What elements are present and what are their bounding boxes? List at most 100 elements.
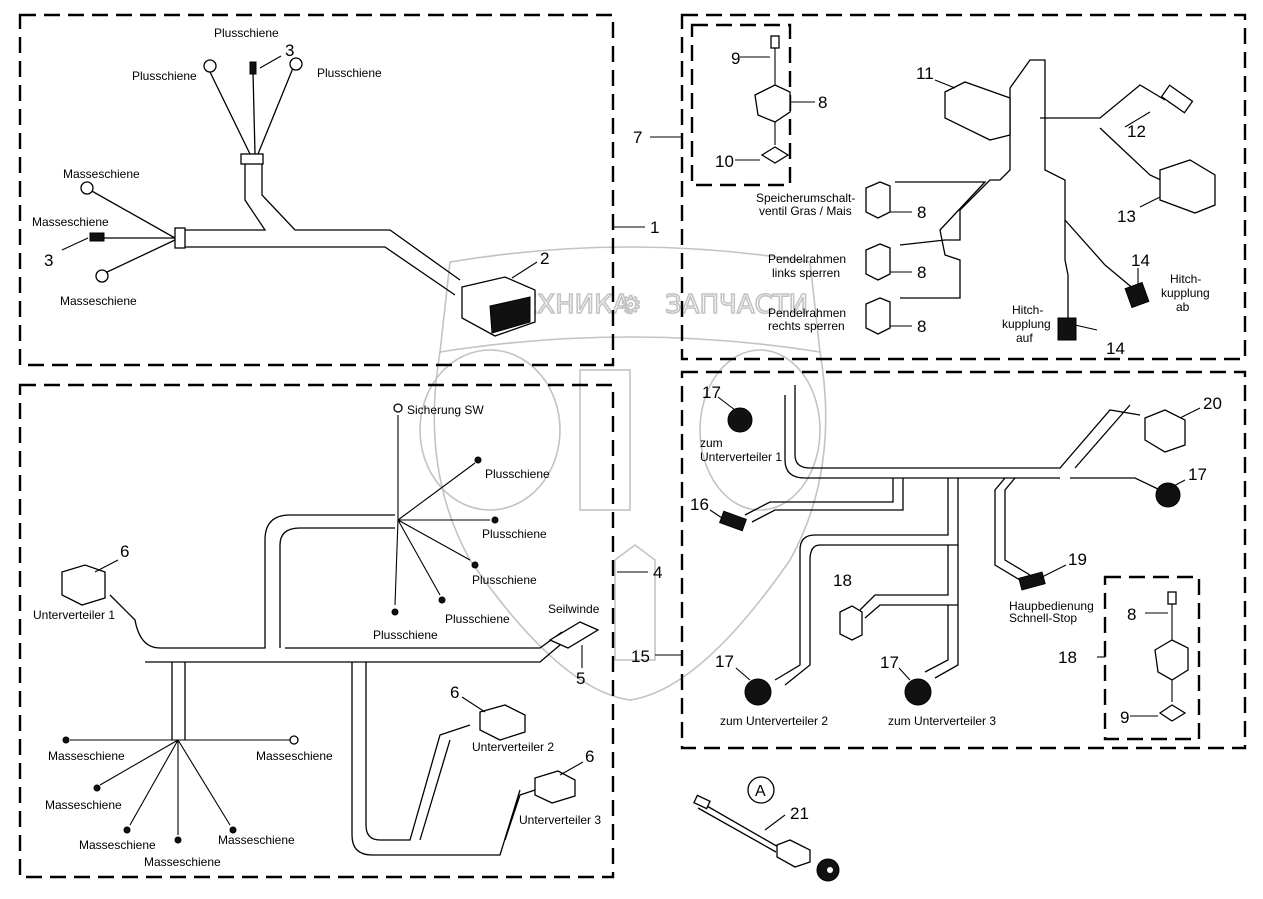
screw-head	[770, 35, 780, 49]
harness-15	[719, 385, 1189, 722]
fuse-sw-terminal	[393, 403, 403, 413]
callout-16: 16	[690, 495, 709, 514]
callout-21: 21	[790, 804, 809, 823]
label-ventil-gras-mais: ventil Gras / Mais	[759, 204, 852, 218]
watermark-shield	[433, 351, 827, 701]
harness-4	[61, 403, 600, 856]
ring-terminal	[289, 57, 303, 71]
callout-20: 20	[1203, 394, 1222, 413]
callout-5: 5	[576, 669, 585, 688]
callout-3: 3	[44, 251, 53, 270]
callout-9: 9	[1120, 708, 1129, 727]
label-plusschiene: Plusschiene	[132, 69, 197, 83]
seal	[1158, 704, 1187, 722]
label-hitch: Hitch-	[1170, 272, 1201, 286]
ring-terminal	[80, 181, 94, 195]
callout-8: 8	[917, 263, 926, 282]
fuse-terminal	[249, 61, 257, 75]
valve-plug	[754, 84, 791, 123]
watermark-text-right: ЗАПЧАСТИ	[665, 290, 808, 320]
label-zum-unterverteiler-2: zum Unterverteiler 2	[720, 714, 828, 728]
panel-bottom-left-frame	[18, 383, 615, 879]
callout-13: 13	[1117, 207, 1136, 226]
connector-13	[1159, 159, 1216, 214]
connector-17-unterverteiler-2	[744, 678, 772, 706]
connector-unterverteiler-2	[479, 704, 526, 741]
panel-top-left-frame	[18, 13, 615, 367]
gear-icon: ⚙	[620, 291, 642, 319]
callout-14: 14	[1131, 251, 1150, 270]
seal	[760, 146, 790, 164]
connector-11	[944, 81, 1011, 141]
label-haupbedienung: Haupbedienung	[1009, 599, 1094, 613]
harness-1	[80, 57, 536, 337]
callout-14: 14	[1106, 339, 1125, 358]
callout-1: 1	[650, 218, 659, 237]
label-hitch: Hitch-	[1012, 303, 1043, 317]
label-unterverteiler-1: Unterverteiler 1	[33, 608, 115, 622]
label-speicherumschalt: Speicherumschalt-	[756, 191, 855, 205]
callout-19: 19	[1068, 550, 1087, 569]
callout-15: 15	[631, 647, 650, 666]
watermark-logo-e	[419, 349, 561, 511]
connector-20	[1144, 409, 1186, 453]
callout-17: 17	[880, 653, 899, 672]
connector-unterverteiler-1	[61, 564, 106, 606]
label-kupplung: kupplung	[1161, 286, 1210, 300]
callout-6: 6	[450, 683, 459, 702]
ring-terminal	[95, 269, 109, 283]
inset-valve-frame-2	[1103, 575, 1201, 741]
watermark-wheat	[614, 544, 656, 661]
callout-11: 11	[916, 64, 934, 83]
label-plusschiene: Plusschiene	[482, 527, 547, 541]
label-kupplung: kupplung	[1002, 317, 1051, 331]
inset-valve	[754, 35, 791, 164]
callout-18: 18	[833, 571, 852, 590]
label-seilwinde: Seilwinde	[548, 602, 600, 616]
harness-7	[865, 59, 1216, 341]
label-pendelrahmen: Pendelrahmen	[768, 252, 846, 266]
label-plusschiene: Plusschiene	[445, 612, 510, 626]
label-masseschiene: Masseschiene	[256, 749, 333, 763]
label-masseschiene: Masseschiene	[32, 215, 109, 229]
callout-17: 17	[715, 652, 734, 671]
label-plusschiene: Plusschiene	[373, 628, 438, 642]
label-pendelrahmen: Pendelrahmen	[768, 306, 846, 320]
callout-8: 8	[818, 93, 827, 112]
label-zum-unterverteiler-3: zum Unterverteiler 3	[888, 714, 996, 728]
label-rechts-sperren: rechts sperren	[768, 319, 845, 333]
connector-17	[1155, 482, 1181, 508]
connector-14	[1124, 281, 1150, 309]
watermark: ТЕХНИКА ⚙ ЗАПЧАСТИ	[419, 246, 827, 701]
valve-8	[865, 243, 891, 281]
detail-marker-circle	[747, 776, 775, 804]
label-masseschiene: Masseschiene	[218, 833, 295, 847]
label-plusschiene: Plusschiene	[485, 467, 550, 481]
callout-17: 17	[1188, 465, 1207, 484]
callout-12: 12	[1127, 122, 1146, 141]
label-masseschiene: Masseschiene	[45, 798, 122, 812]
label-plusschiene: Plusschiene	[472, 573, 537, 587]
label-links-sperren: links sperren	[772, 266, 840, 280]
callout-6: 6	[585, 747, 594, 766]
label-masseschiene: Masseschiene	[60, 294, 137, 308]
label-sicherung-sw: Sicherung SW	[407, 403, 484, 417]
label-unterverteiler-1: Unterverteiler 1	[700, 450, 782, 464]
callout-8: 8	[917, 203, 926, 222]
callout-6: 6	[120, 542, 129, 561]
label-unterverteiler-3: Unterverteiler 3	[519, 813, 601, 827]
callout-17: 17	[702, 383, 721, 402]
label-plusschiene: Plusschiene	[317, 66, 382, 80]
connector-14	[1057, 317, 1077, 341]
sleeve	[174, 227, 186, 249]
connector-16	[719, 510, 747, 532]
label-masseschiene: Masseschiene	[63, 167, 140, 181]
label-zum: zum	[700, 436, 723, 450]
panel-bottom-right-frame	[680, 370, 1247, 750]
label-masseschiene: Masseschiene	[144, 855, 221, 869]
callout-18: 18	[1058, 648, 1077, 667]
label-schnell-stop: Schnell-Stop	[1009, 611, 1077, 625]
plug	[693, 794, 711, 810]
label-auf: auf	[1016, 331, 1033, 345]
connector-19	[1018, 571, 1046, 591]
